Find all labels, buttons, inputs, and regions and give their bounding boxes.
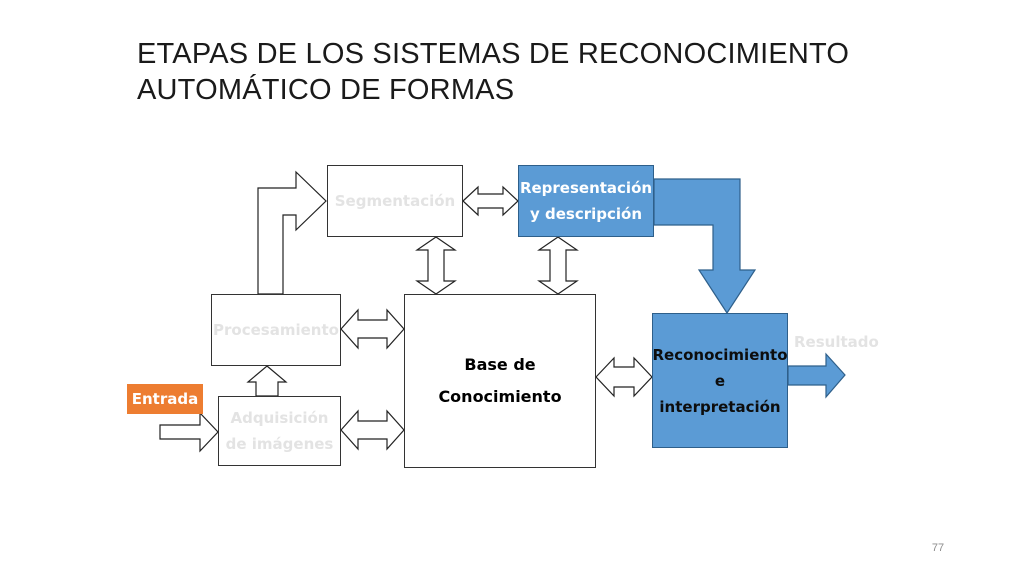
arrow-base-reconocimiento bbox=[595, 356, 653, 398]
arrow-representacion-to-reconocimiento bbox=[653, 178, 757, 315]
page-number: 77 bbox=[931, 542, 945, 554]
base-de-conocimiento-box: Base de Conocimiento bbox=[404, 294, 596, 468]
arrow-adquisicion-to-procesamiento bbox=[246, 365, 288, 397]
entrada-label: Entrada bbox=[127, 384, 203, 414]
adquisicion-label-line-2: de imágenes bbox=[225, 435, 334, 453]
reconocimiento-label-line-2: e bbox=[714, 371, 726, 390]
reconocimiento-label-line-1: Reconocimiento bbox=[652, 345, 788, 364]
adquisicion-label-line-1: Adquisición bbox=[230, 409, 329, 427]
resultado-label: Resultado bbox=[794, 333, 879, 351]
title-line-1: ETAPAS DE LOS SISTEMAS DE RECONOCIMIENTO bbox=[137, 38, 850, 70]
arrow-procesamiento-base bbox=[340, 308, 405, 350]
segmentacion-label: Segmentación bbox=[334, 192, 456, 210]
arrow-representacion-base bbox=[537, 236, 579, 295]
arrow-adquisicion-base bbox=[340, 409, 405, 451]
base-label-line-1: Base de bbox=[464, 355, 536, 374]
representacion-label-line-2: y descripción bbox=[529, 205, 643, 223]
representacion-box: Representación y descripción bbox=[518, 165, 654, 237]
representacion-label-line-1: Representación bbox=[519, 179, 653, 197]
arrow-resultado bbox=[787, 352, 846, 399]
title-line-2: AUTOMÁTICO DE FORMAS bbox=[137, 74, 515, 106]
base-label-line-2: Conocimiento bbox=[438, 387, 562, 406]
procesamiento-box: Procesamiento bbox=[211, 294, 341, 366]
reconocimiento-box: Reconocimiento e interpretación bbox=[652, 313, 788, 448]
segmentacion-box: Segmentación bbox=[327, 165, 463, 237]
arrow-segmentacion-representacion bbox=[462, 185, 519, 217]
procesamiento-label: Procesamiento bbox=[213, 321, 339, 339]
slide-title: ETAPAS DE LOS SISTEMAS DE RECONOCIMIENTO… bbox=[137, 36, 937, 108]
adquisicion-box: Adquisición de imágenes bbox=[218, 396, 341, 466]
reconocimiento-label-line-3: interpretación bbox=[659, 397, 781, 416]
arrow-segmentacion-base bbox=[415, 236, 457, 295]
arrow-entrada-to-adquisicion bbox=[159, 411, 219, 453]
arrow-procesamiento-to-segmentacion bbox=[257, 170, 327, 295]
